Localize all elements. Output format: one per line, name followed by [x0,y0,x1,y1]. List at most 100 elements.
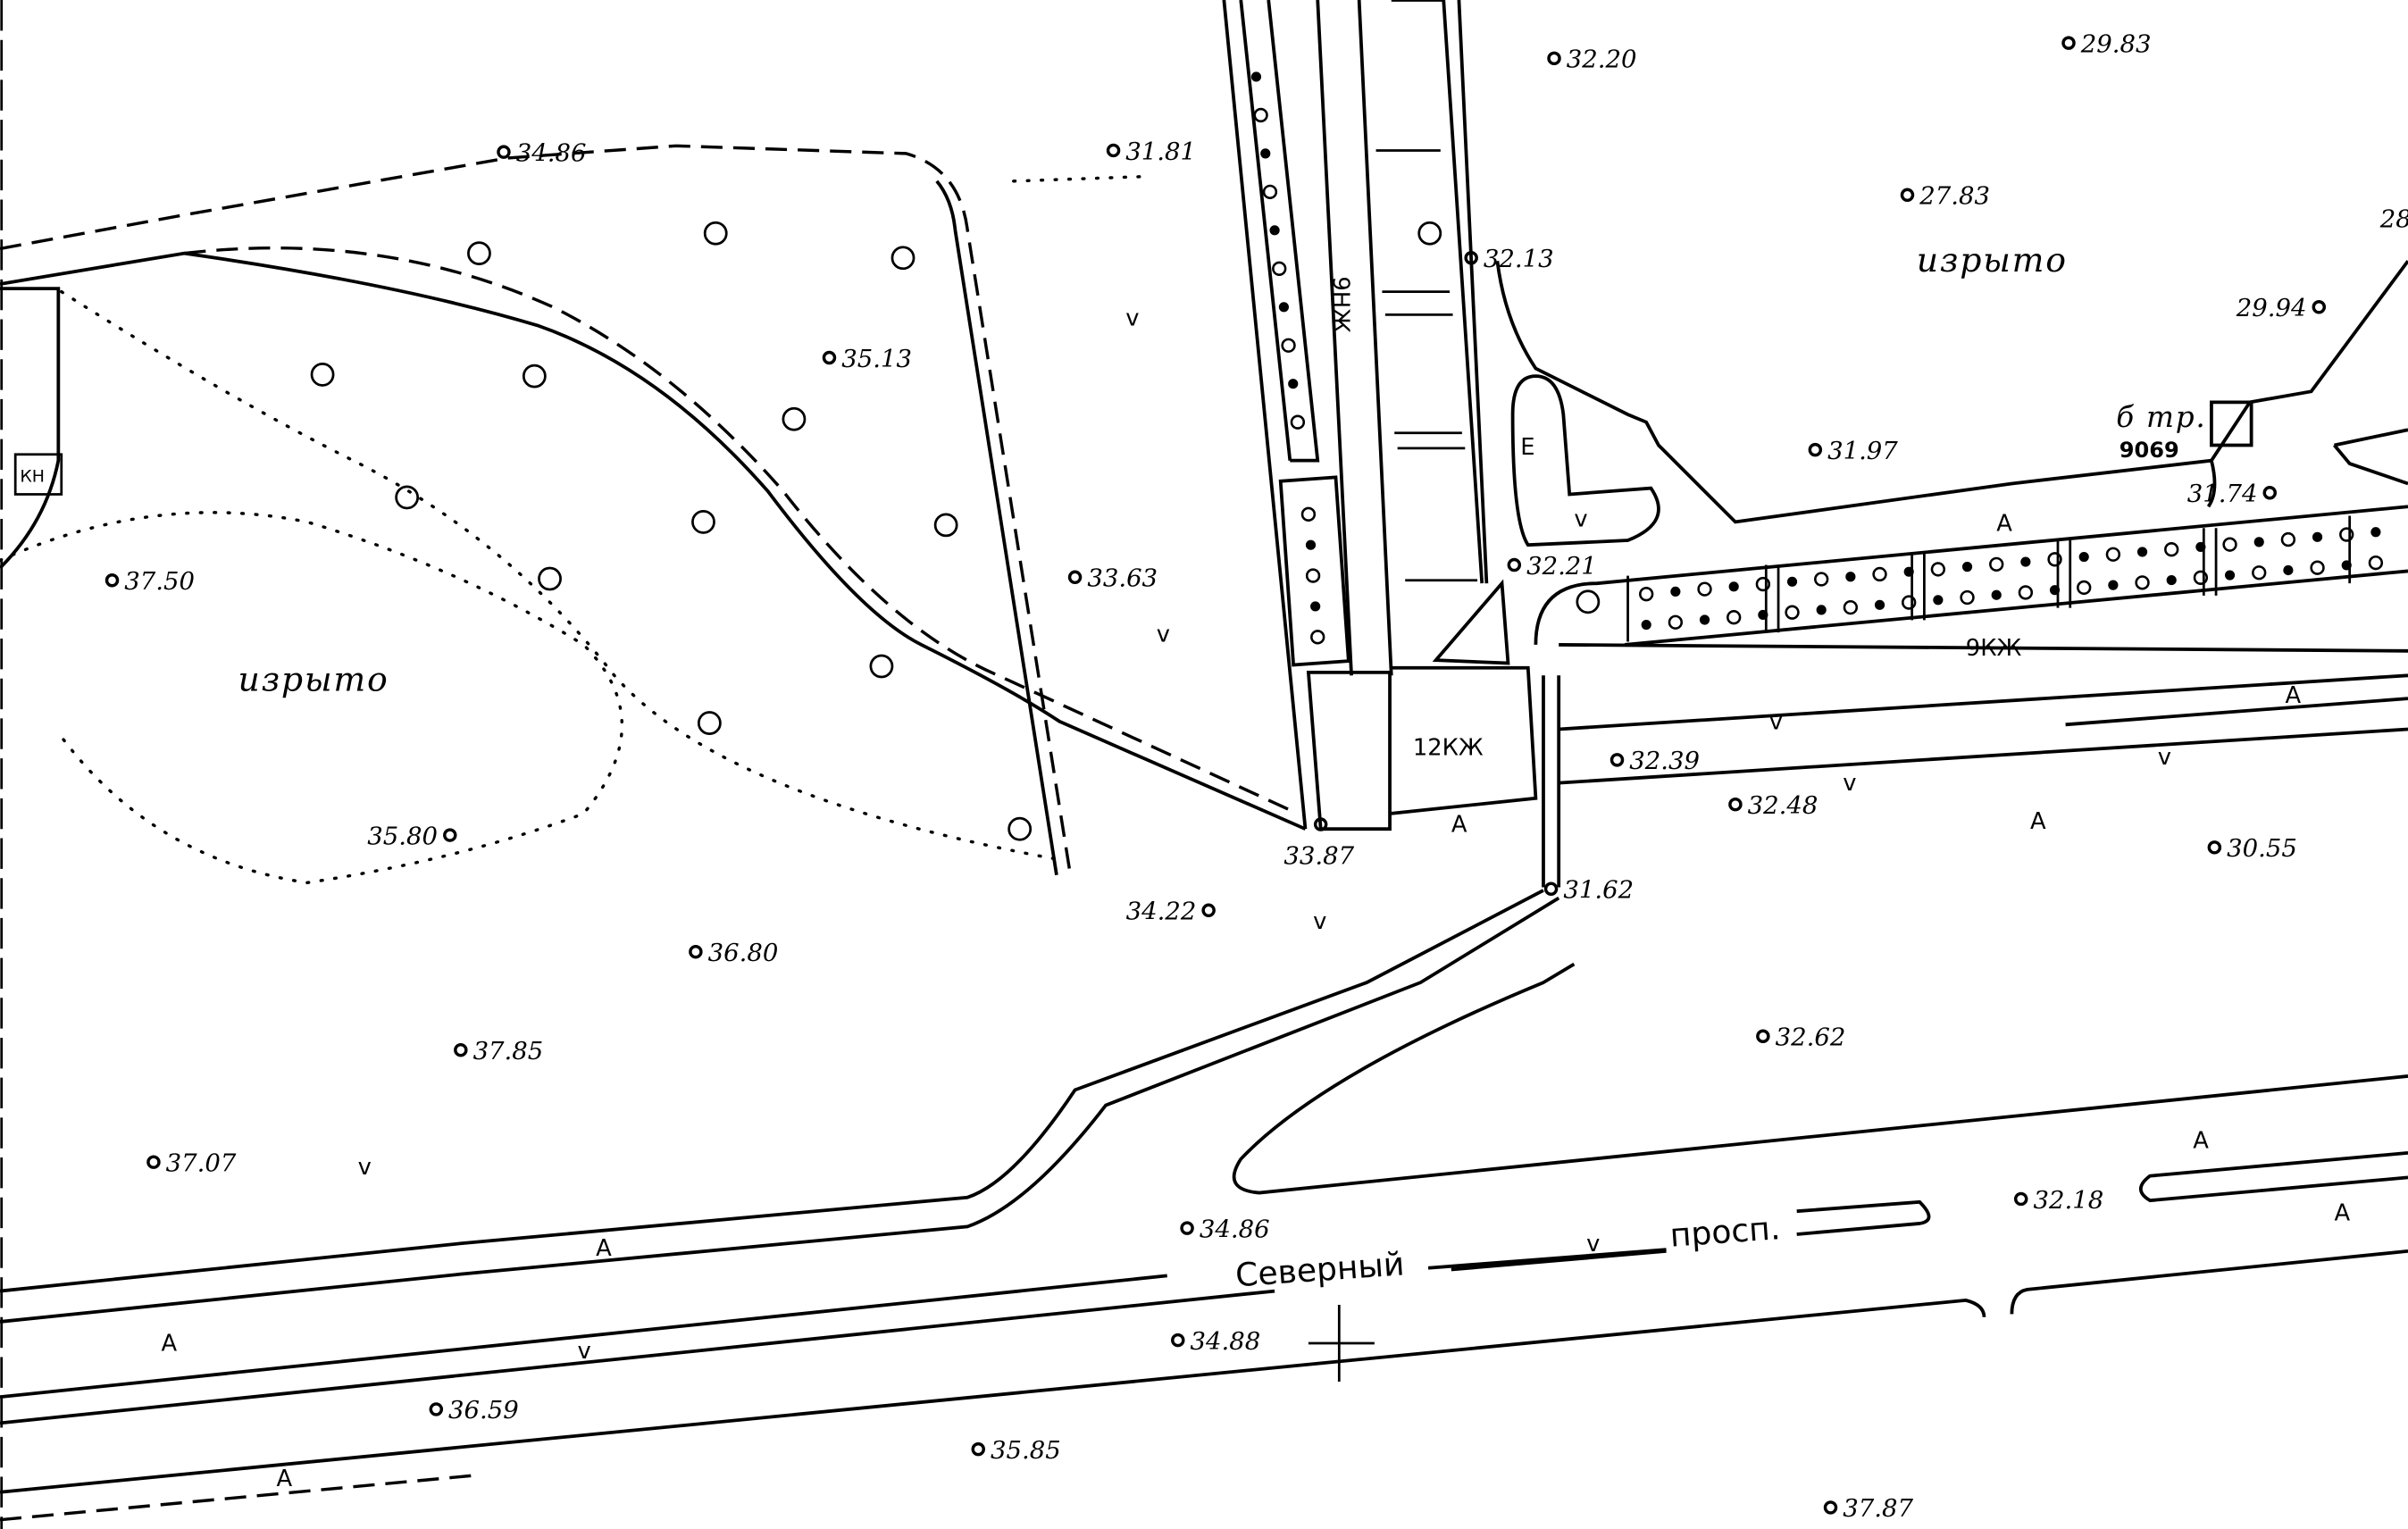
tree-dot [1989,556,2004,572]
elevation-label: 29.83 [2080,29,2152,58]
tree-dot [1845,572,1856,582]
elevation-label: 32.62 [1776,1024,1846,1052]
elevation-marker [2262,486,2277,500]
tree-dot [1697,581,1712,597]
tree-dot [1814,572,1829,587]
elevation-marker [1900,188,1915,203]
tree-dot [2193,570,2209,585]
elevation-marker [105,573,120,588]
elevation-marker [454,1042,468,1057]
northeast-area: Е [1495,260,2408,547]
grass-symbol: v [577,1338,590,1365]
elevation-marker [1808,442,1823,457]
elevation-label: 37.85 [473,1037,544,1065]
tree-dot [1872,566,1887,582]
elevation-marker [1201,903,1216,918]
grass-symbol: v [1125,305,1139,331]
tree-dot [1930,562,1946,577]
grass-symbol: v [1157,621,1170,648]
tree-dot [1902,595,1917,610]
column-dots [1250,71,1325,645]
tree-dot [1278,302,1289,313]
elevation-label: 34.88 [1191,1327,1261,1356]
grass-symbol: v [1313,908,1326,935]
tree-dot [2018,585,2034,600]
tree-dot [1668,614,1684,630]
tree-dot [2283,564,2294,576]
elevation-label: 33.63 [1087,564,1158,593]
asphalt-symbol: А [1451,812,1467,839]
tree-dot [1300,506,1317,522]
grass-symbol: v [1574,506,1587,533]
tree-dot [1903,566,1914,577]
tree-dot [1641,619,1651,631]
tree-dot [1305,568,1321,583]
tree-dot [2077,580,2092,596]
tree-dot [2195,541,2206,553]
tree-dot [2341,560,2352,571]
surface-symbols: А А А А А А А А А v v v v v v v v v v [162,305,2351,1491]
elevation-marker [429,1402,444,1416]
asphalt-symbol: А [2285,682,2301,709]
elevation-label: 31.62 [1563,876,1634,905]
tree-dot [1272,261,1287,276]
elevation-marker [822,350,837,365]
tree-dot [2368,555,2384,571]
asphalt-symbol: А [162,1331,178,1358]
tree-dot [2135,575,2150,590]
tree-dot [1260,148,1271,159]
tree-dot [1288,379,1299,389]
elevation-label: 32.13 [1484,245,1554,273]
tree-dot [1253,107,1268,123]
elevation-marker [1543,881,1559,896]
grass-symbol: v [1769,708,1783,735]
building-label-9nzh: 9НЖ [1326,276,1353,333]
elevation-label: 27.83 [1919,182,1990,211]
elevation-marker [443,828,457,842]
tree-dot [1281,338,1296,353]
trees [310,221,1601,841]
tree-dot [1843,599,1859,615]
elevation-marker [2312,300,2327,314]
tree-dot [1310,601,1321,612]
tree-dot [1874,599,1885,610]
small-box-label: КН [20,467,45,487]
tree-dot [2166,574,2177,586]
asphalt-symbol: А [596,1235,612,1262]
tree-dot [1758,609,1768,621]
elevation-label: 34.86 [1200,1215,1270,1243]
area-label-dug-east: изрыто [1917,240,2068,280]
elevation-label: 32.39 [1629,747,1700,775]
elevation-marker [689,944,703,959]
kiosk-label: Е [1520,434,1534,461]
asphalt-symbol: А [2193,1128,2209,1155]
street-name-part2: просп. [1668,1208,1781,1255]
elevation-marker [1313,817,1328,831]
tree-dot [2078,551,2089,563]
tree-dot [1290,414,1306,430]
tree-dot [1727,610,1742,625]
elevation-marker [1547,51,1561,66]
elevation-marker [2013,1191,2028,1207]
elevation-marker [1507,557,1522,572]
elevation-marker [1756,1029,1770,1043]
tree-dot [2047,552,2062,567]
grass-symbol: v [1586,1231,1600,1257]
elevation-label: 36.59 [448,1396,519,1425]
elevation-label: 31.81 [1125,138,1196,166]
elevation-marker [1464,251,1478,265]
elevation-marker [2061,36,2076,50]
elevation-marker [2207,840,2222,855]
elevation-marker [497,145,511,159]
elevation-label: 29.94 [2236,294,2307,322]
tree-dot [2136,547,2148,557]
tree-dot [1816,605,1827,615]
tree-dot [1670,586,1681,597]
building-label-12kzh: 12КЖ [1413,735,1484,762]
tree-dot [2222,537,2237,552]
asphalt-symbol: А [2334,1200,2350,1227]
elevation-label: 32.18 [2033,1186,2103,1215]
area-label-dug-west: изрыто [238,659,389,698]
tree-dot [2105,547,2121,562]
